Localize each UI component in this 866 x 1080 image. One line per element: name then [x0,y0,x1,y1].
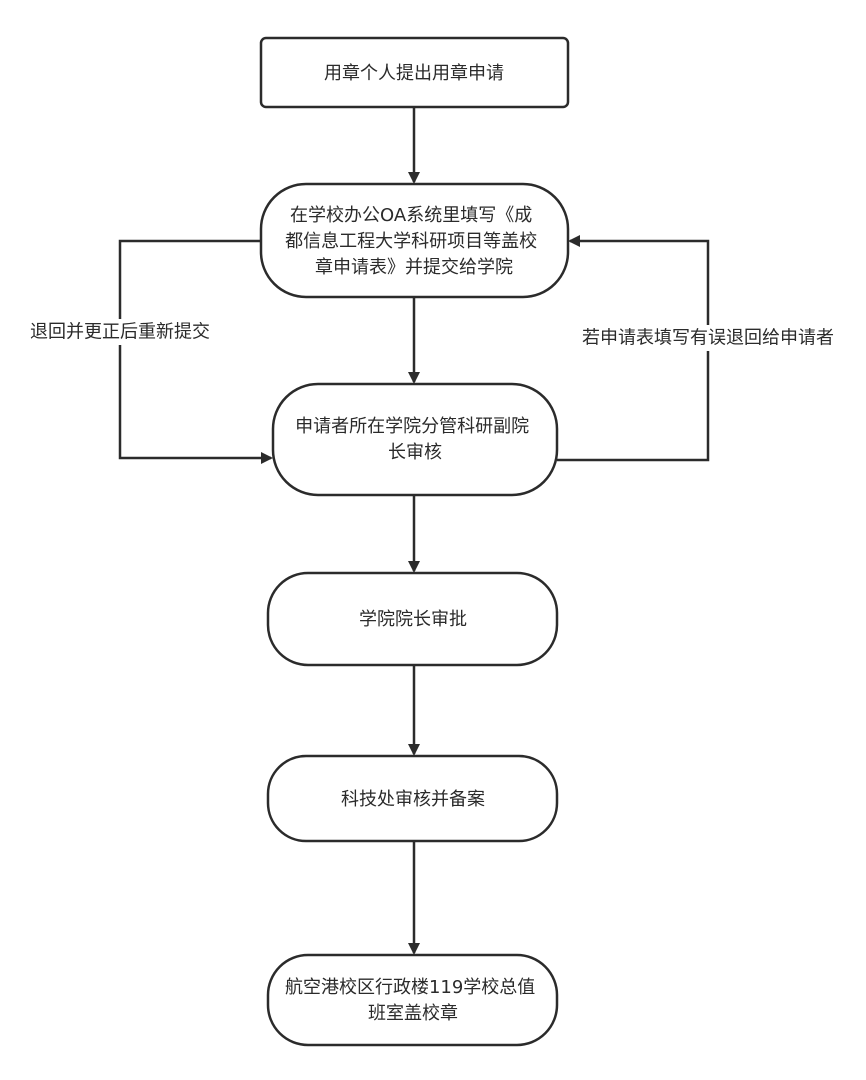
node-stamp-text: 航空港校区行政楼119学校总值 班室盖校章 [285,977,541,1024]
node-sci-tech-office-text: 科技处审核并备案 [341,789,485,810]
node-apply-text: 用章个人提出用章申请 [324,63,504,84]
edge-label-return-bg [568,325,848,351]
edge-resubmit-loop [118,239,273,464]
node-vice-dean-review-text: 申请者所在学院分管科研副院 长审核 [295,416,535,463]
node-oa-form-text: 在学校办公OA系统里填写《成 都信息工程大学科研项目等盖校 章申请表》并提交给学… [285,205,543,278]
edge-label-resubmit-bg [20,319,220,345]
node-stamp-box [266,953,559,1047]
node-sci-tech-office-box [266,754,559,843]
edge-label-resubmit: 退回并更正后重新提交 [30,322,210,343]
node-dean-approve-box [266,571,559,667]
edge-label-return-on-error: 若申请表填写有误退回给申请者 [582,328,834,349]
node-dean-approve-text: 学院院长审批 [359,609,467,630]
node-vice-dean-review-box [271,382,559,497]
